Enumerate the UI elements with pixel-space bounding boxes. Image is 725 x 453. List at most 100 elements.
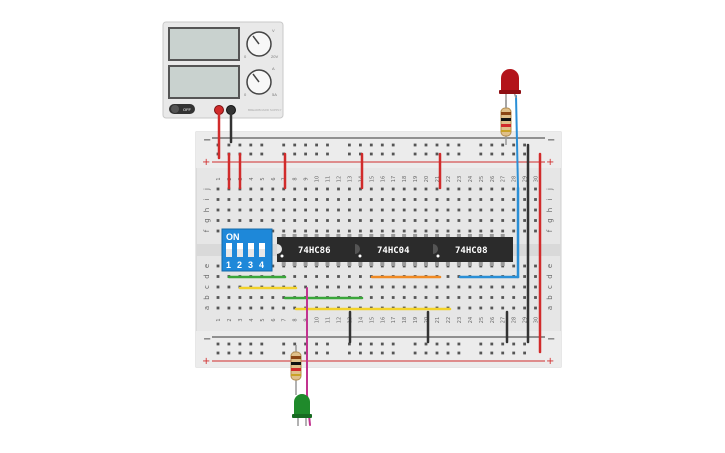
power-rail-hole[interactable] (238, 143, 242, 147)
power-rail-hole[interactable] (315, 143, 318, 147)
breadboard-hole[interactable] (348, 219, 351, 222)
power-rail-hole[interactable] (391, 152, 395, 156)
breadboard-hole[interactable] (457, 187, 461, 191)
power-rail-hole[interactable] (293, 342, 297, 346)
power-rail-hole[interactable] (523, 143, 526, 147)
dip-toggle-2[interactable] (237, 243, 243, 257)
breadboard-hole[interactable] (512, 208, 516, 212)
power-rail-hole[interactable] (238, 351, 242, 355)
breadboard-hole[interactable] (468, 296, 472, 299)
breadboard-hole[interactable] (446, 275, 450, 278)
breadboard-hole[interactable] (512, 198, 516, 201)
breadboard-hole[interactable] (380, 187, 384, 191)
breadboard-hole[interactable] (282, 208, 286, 212)
breadboard-hole[interactable] (238, 306, 242, 310)
breadboard-hole[interactable] (227, 285, 231, 289)
breadboard-hole[interactable] (304, 187, 307, 191)
breadboard-hole[interactable] (501, 187, 505, 191)
breadboard-hole[interactable] (337, 198, 340, 201)
power-rail-hole[interactable] (424, 351, 428, 355)
power-rail-hole[interactable] (249, 143, 253, 147)
breadboard-hole[interactable] (446, 285, 450, 289)
breadboard-hole[interactable] (479, 208, 483, 212)
power-rail-hole[interactable] (413, 152, 417, 156)
breadboard-hole[interactable] (337, 187, 340, 191)
breadboard-hole[interactable] (337, 285, 340, 289)
breadboard-hole[interactable] (534, 296, 537, 299)
breadboard-hole[interactable] (359, 229, 362, 233)
power-rail-hole[interactable] (413, 143, 417, 147)
breadboard-hole[interactable] (523, 187, 526, 191)
breadboard-hole[interactable] (282, 187, 286, 191)
power-rail-hole[interactable] (457, 351, 461, 355)
power-rail-hole[interactable] (523, 342, 526, 346)
power-rail-hole[interactable] (523, 351, 526, 355)
power-rail-hole[interactable] (380, 152, 384, 156)
breadboard-hole[interactable] (260, 208, 264, 212)
breadboard-hole[interactable] (479, 219, 483, 222)
power-rail-hole[interactable] (457, 143, 461, 147)
breadboard-hole[interactable] (424, 208, 428, 212)
breadboard-hole[interactable] (534, 219, 537, 222)
breadboard-hole[interactable] (512, 306, 516, 310)
breadboard-hole[interactable] (435, 285, 439, 289)
power-rail-hole[interactable] (380, 143, 384, 147)
breadboard-hole[interactable] (490, 187, 494, 191)
power-rail-hole[interactable] (293, 152, 297, 156)
breadboard-hole[interactable] (457, 296, 461, 299)
breadboard-hole[interactable] (369, 208, 373, 212)
breadboard-hole[interactable] (348, 229, 351, 233)
breadboard-hole[interactable] (523, 198, 526, 201)
breadboard-hole[interactable] (359, 275, 362, 278)
breadboard-hole[interactable] (446, 296, 450, 299)
power-rail-hole[interactable] (260, 342, 264, 346)
power-rail-hole[interactable] (369, 143, 373, 147)
breadboard-hole[interactable] (238, 296, 242, 299)
breadboard-hole[interactable] (369, 198, 373, 201)
breadboard-hole[interactable] (435, 296, 439, 299)
breadboard-hole[interactable] (315, 187, 318, 191)
breadboard-hole[interactable] (523, 229, 526, 233)
breadboard-hole[interactable] (523, 296, 526, 299)
breadboard-hole[interactable] (512, 187, 516, 191)
breadboard-hole[interactable] (391, 296, 395, 299)
breadboard-hole[interactable] (501, 306, 505, 310)
breadboard-hole[interactable] (490, 285, 494, 289)
breadboard-hole[interactable] (534, 208, 537, 212)
power-rail-hole[interactable] (369, 152, 373, 156)
breadboard-hole[interactable] (216, 187, 220, 191)
breadboard-hole[interactable] (260, 296, 264, 299)
breadboard-hole[interactable] (490, 208, 494, 212)
breadboard-hole[interactable] (216, 198, 220, 201)
breadboard-hole[interactable] (227, 208, 231, 212)
breadboard-hole[interactable] (490, 229, 494, 233)
power-rail-hole[interactable] (512, 143, 516, 147)
breadboard-hole[interactable] (402, 296, 406, 299)
breadboard-hole[interactable] (271, 306, 275, 310)
power-rail-hole[interactable] (479, 351, 483, 355)
power-rail-hole[interactable] (446, 143, 450, 147)
power-rail-hole[interactable] (348, 342, 351, 346)
breadboard-hole[interactable] (315, 208, 318, 212)
breadboard-hole[interactable] (413, 187, 417, 191)
power-rail-hole[interactable] (227, 351, 231, 355)
breadboard-hole[interactable] (249, 296, 253, 299)
breadboard-hole[interactable] (446, 229, 450, 233)
breadboard-hole[interactable] (534, 306, 537, 310)
power-rail-hole[interactable] (490, 143, 494, 147)
breadboard-hole[interactable] (501, 296, 505, 299)
breadboard-hole[interactable] (512, 219, 516, 222)
breadboard-hole[interactable] (380, 198, 384, 201)
breadboard-hole[interactable] (501, 229, 505, 233)
power-rail-hole[interactable] (424, 342, 428, 346)
breadboard-hole[interactable] (348, 285, 351, 289)
breadboard-hole[interactable] (490, 198, 494, 201)
breadboard-hole[interactable] (479, 306, 483, 310)
power-rail-hole[interactable] (282, 342, 286, 346)
power-rail-hole[interactable] (282, 143, 286, 147)
power-rail-hole[interactable] (490, 351, 494, 355)
breadboard-hole[interactable] (282, 296, 286, 299)
breadboard-hole[interactable] (446, 198, 450, 201)
breadboard-hole[interactable] (227, 219, 231, 222)
breadboard-hole[interactable] (315, 198, 318, 201)
